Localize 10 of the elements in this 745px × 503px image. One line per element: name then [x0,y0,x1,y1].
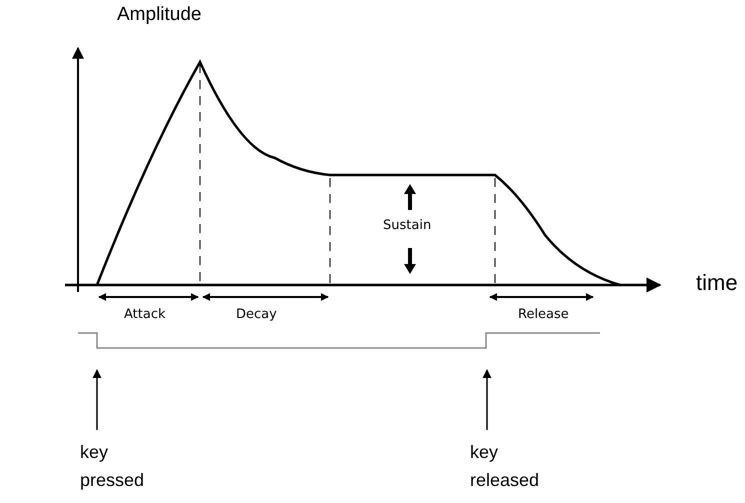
phase-label: Release [518,307,569,322]
phase-label: Decay [236,307,277,322]
axis-title: time [696,270,738,296]
annotation-text: key pressed [80,438,150,494]
annotation-text: key released [470,438,540,494]
axis-title: Amplitude [117,4,202,26]
phase-label: Attack [124,307,166,322]
arrow [482,369,492,430]
phase-label: Sustain [383,218,432,233]
arrow [92,369,102,430]
